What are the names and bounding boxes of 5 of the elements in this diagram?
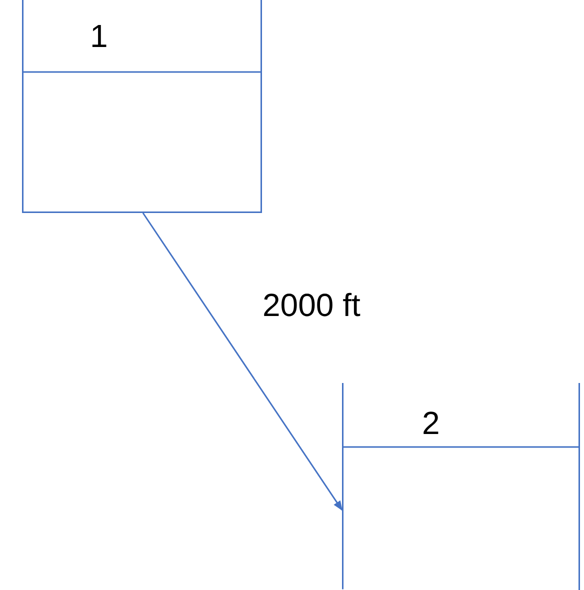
tank: [342, 383, 580, 590]
tank-number: 2: [422, 405, 440, 441]
tank-number: 1: [90, 18, 108, 54]
arrow: [142, 212, 343, 511]
tank: [22, 0, 262, 213]
